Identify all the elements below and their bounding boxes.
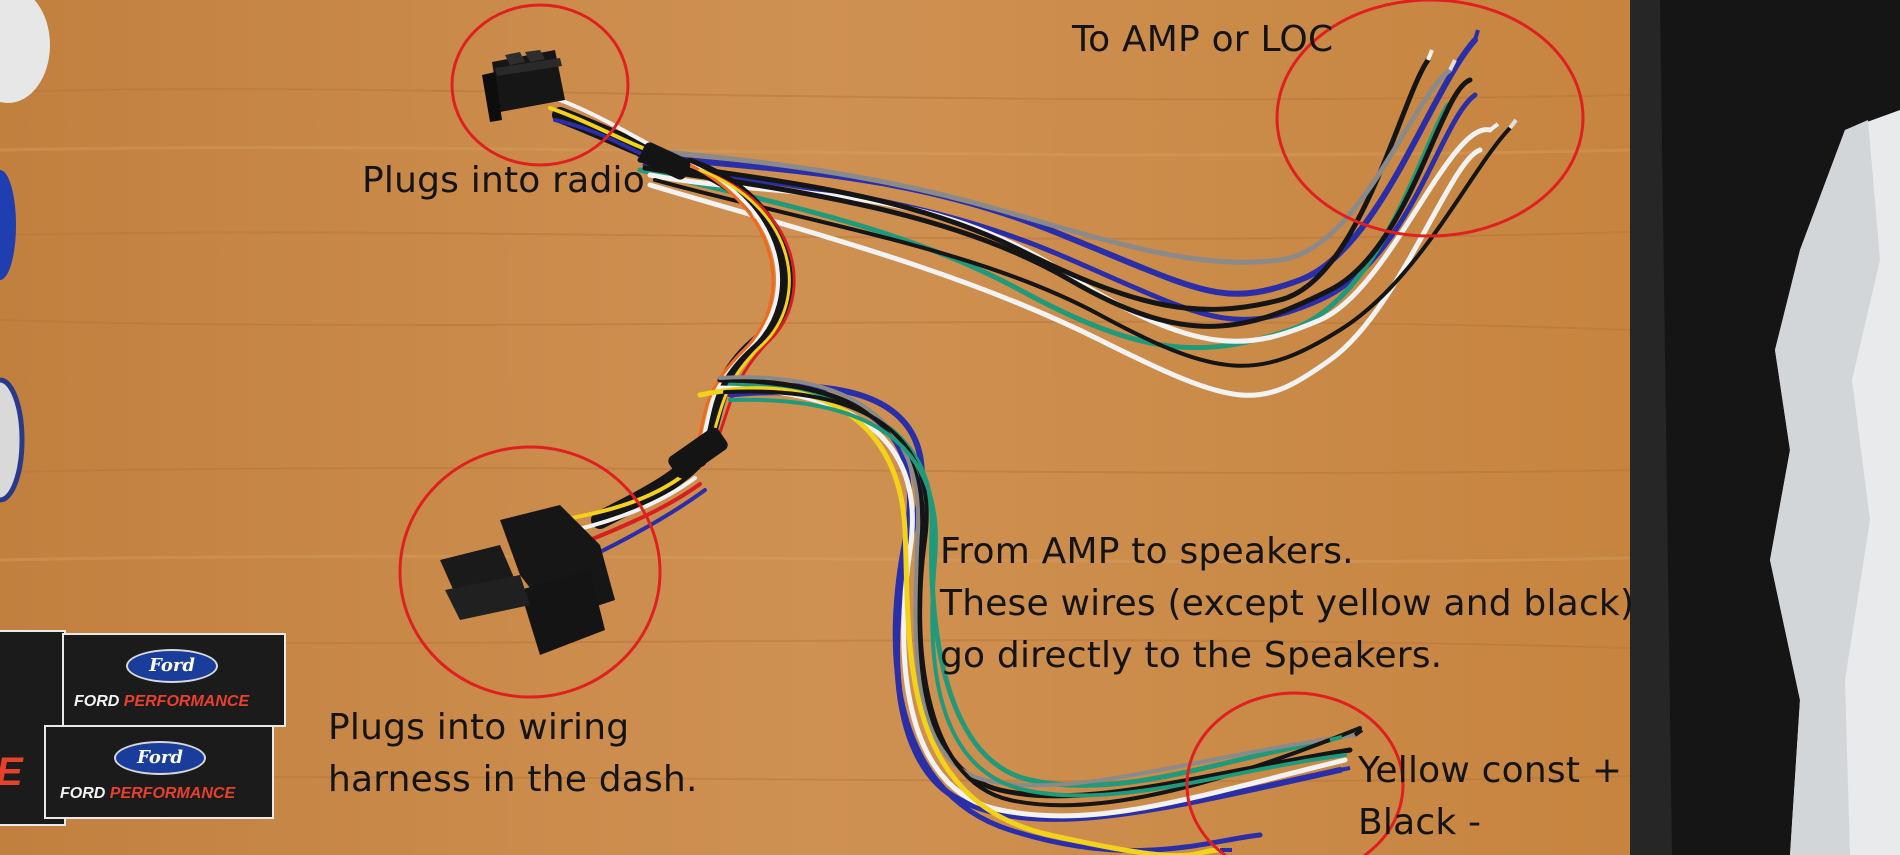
label-from-amp: From AMP to speakers. These wires (excep… [940,531,1635,677]
wire-yellow-middle [698,168,791,464]
ford-performance-sticker-top: Ford FORD PERFORMANCE [62,633,286,727]
circle-amp-wires [1275,0,1585,238]
wood-highlights [0,146,1631,564]
ford-logo-bottom: Ford [114,741,206,775]
mat-edge [1630,0,1672,855]
radio-connector [482,50,565,122]
wire-white-spk [717,385,1348,819]
circle-radio-plug [450,3,630,167]
sticker-partial-letter: E [0,750,23,794]
wire-black-amp [637,57,1431,312]
sleeve-radio [639,142,691,180]
partial-blue-disc [0,170,16,280]
bundle-middle [683,158,794,467]
label-yellow-black: Yellow const + Black - [1358,750,1623,844]
label-to-amp: To AMP or LOC [1072,19,1334,60]
wire-yellow-spk [697,386,1223,855]
annotation-circles [398,0,1585,855]
wire-orange-middle [688,163,775,462]
circle-dash-plug [398,445,662,699]
wire-black-amp-2 [642,77,1473,329]
partial-white-disc [0,0,50,103]
wire-tips-speaker [1220,728,1364,852]
dash-connector [440,505,615,655]
wire-black-spk-2 [723,389,1362,808]
wire-blue-dash [598,488,707,554]
partial-gray-disc [0,377,25,503]
white-object-shade [1770,120,1880,855]
wire-red-dash [583,482,702,544]
wire-white-middle [688,163,780,462]
wire-blue-amp [637,37,1478,297]
wire-red-middle [698,168,796,462]
ford-performance-tag-top: FORD PERFORMANCE [74,693,250,710]
label-plugs-wiring: Plugs into wiring harness in the dash. [328,707,698,801]
wire-white-amp-2 [647,147,1483,398]
wire-gray-amp [637,67,1453,265]
ford-logo-top: Ford [126,649,218,683]
wire-tips-amp [1426,29,1518,132]
sleeve-junction [668,427,728,479]
wire-gray-spk [718,375,1357,788]
ford-performance-tag-bottom: FORD PERFORMANCE [60,785,236,802]
wire-white-amp [647,127,1493,344]
ford-performance-sticker-bottom: Ford FORD PERFORMANCE [44,725,274,819]
wire-green-spk-2 [728,397,1347,798]
wire-bundle [548,37,1512,855]
circle-speaker-wires [1185,691,1405,855]
label-plugs-radio: Plugs into radio [362,160,645,201]
